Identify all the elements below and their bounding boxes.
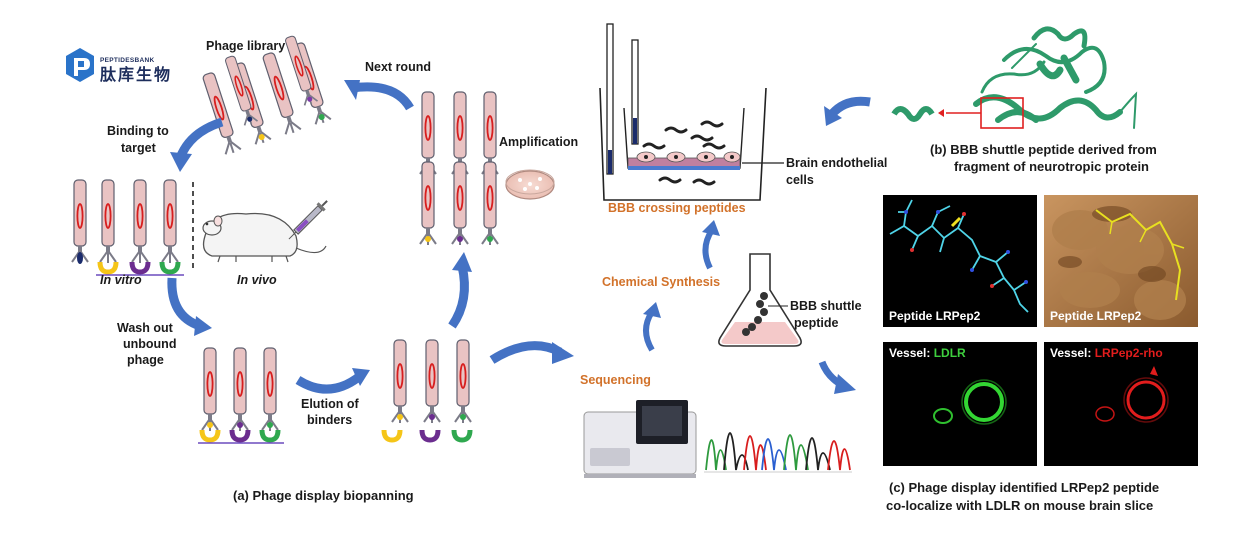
chromatogram-icon [704, 432, 852, 473]
rho-marker-text: LRPep2-rho [1095, 346, 1163, 360]
vessel-ldlr-label: Vessel: LDLR [889, 346, 966, 360]
wash-label-line3: phage [127, 353, 164, 367]
phage-particle [481, 161, 499, 246]
sequencer-machine-icon [583, 400, 697, 478]
erlenmeyer-flask-icon [718, 253, 802, 347]
phage-particle [419, 161, 437, 246]
panel-c-caption-line2: co-localize with LDLR on mouse brain sli… [886, 498, 1153, 513]
phage-particle [261, 347, 279, 432]
eluted-phage-row [381, 339, 473, 443]
logo-brand-text: PEPTIDESBANK [100, 57, 155, 64]
binding-label-line2: target [121, 141, 157, 155]
vessel-prefix-1: Vessel: [889, 346, 934, 360]
phage-particle [423, 339, 441, 424]
shuttle-peptide-label-line2: peptide [794, 316, 838, 330]
panel-a-biopanning: Phage library Next round Binding to targ… [71, 33, 578, 503]
washed-phage-row [198, 347, 284, 444]
wash-label-line2: unbound [123, 337, 176, 351]
synthesis-arrow-lower [643, 310, 655, 352]
lrpep2-rho-fluorescence-panel: Vessel: LRPep2-rho [1044, 342, 1198, 466]
in-vitro-phage-row [71, 179, 184, 276]
middle-workflow: Brain endothelial cells BBB crossing pep… [489, 23, 887, 478]
panel-b-protein-structure: (b) BBB shuttle peptide derived from fra… [824, 26, 1157, 174]
protein-surface-panel: Peptide LRPep2 [1044, 195, 1198, 327]
elution-label-line2: binders [307, 413, 352, 427]
next-round-label: Next round [365, 60, 431, 74]
to-sequencing-arrow [489, 341, 563, 364]
logo-brand-cn-text: 肽库生物 [100, 65, 172, 84]
binding-arrow [175, 117, 224, 160]
vessel-rho-label: Vessel: LRPep2-rho [1050, 346, 1163, 360]
phage-particle [231, 347, 249, 432]
phage-library-label: Phage library [206, 39, 285, 53]
phage-particle [71, 179, 89, 264]
synthesis-arrow-upper [702, 228, 715, 270]
elution-label-line1: Elution of [301, 397, 359, 411]
wash-arrow [167, 277, 202, 331]
panel-c-caption-line1: (c) Phage display identified LRPep2 pept… [889, 480, 1159, 495]
phage-particle [131, 179, 149, 264]
elution-arrow [295, 372, 363, 394]
target-receptor [129, 261, 151, 275]
phage-particle [222, 53, 259, 127]
protein-ribbon-illustration [973, 26, 1138, 129]
phage-library-group [199, 33, 333, 157]
phage-particle [99, 179, 117, 264]
binding-label-line1: Binding to [107, 124, 169, 138]
phage-particle [391, 339, 409, 424]
panel-b-caption-line1: (b) BBB shuttle peptide derived from [930, 142, 1157, 157]
mouse-illustration [202, 212, 327, 263]
ldlr-fluorescence-panel: Vessel: LDLR [883, 342, 1037, 466]
bbb-crossing-label: BBB crossing peptides [608, 201, 746, 215]
phage-particle [201, 347, 219, 432]
next-round-arrow [351, 82, 414, 111]
panel-c-results: Peptide LRPep2 Peptide LRPep2 Vessel: LD… [883, 195, 1198, 513]
peptide-molecule-panel: Peptide LRPep2 [883, 195, 1037, 327]
ldlr-marker-text: LDLR [934, 346, 966, 360]
from-protein-arrow [828, 96, 871, 118]
phage-particle [454, 339, 472, 424]
petri-dish-icon [505, 169, 555, 200]
in-vivo-label: In vivo [237, 273, 277, 287]
panel-b-caption-line2: fragment of neurotropic protein [954, 159, 1149, 174]
brain-endothelial-label-line1: Brain endothelial [786, 156, 887, 170]
shuttle-peptide-label-line1: BBB shuttle [790, 299, 862, 313]
phage-particle [161, 179, 179, 264]
brain-endothelial-label-line2: cells [786, 173, 814, 187]
phage-particle [229, 60, 273, 147]
target-receptor [159, 261, 181, 275]
peptide-label-1: Peptide LRPep2 [889, 309, 981, 323]
amplified-phage-grid [419, 91, 499, 246]
wash-label-line1: Wash out [117, 321, 174, 335]
sequencing-label: Sequencing [580, 373, 651, 387]
to-amplification-arrow [448, 264, 469, 329]
in-vitro-label: In vitro [100, 273, 142, 287]
transwell-assay [599, 23, 784, 201]
vessel-prefix-2: Vessel: [1050, 346, 1095, 360]
peptidesbank-logo: PEPTIDESBANK 肽库生物 [66, 48, 172, 84]
target-receptor [97, 261, 119, 275]
phage-particle [282, 33, 319, 107]
panel-a-caption: (a) Phage display biopanning [233, 488, 414, 503]
phage-particle [451, 161, 469, 246]
chemical-synthesis-label: Chemical Synthesis [602, 275, 720, 289]
phage-particle [289, 40, 333, 127]
syringe-icon [288, 200, 328, 240]
amplification-label: Amplification [499, 135, 578, 149]
peptide-helix-fragment [891, 106, 935, 122]
peptide-label-2: Peptide LRPep2 [1050, 309, 1142, 323]
